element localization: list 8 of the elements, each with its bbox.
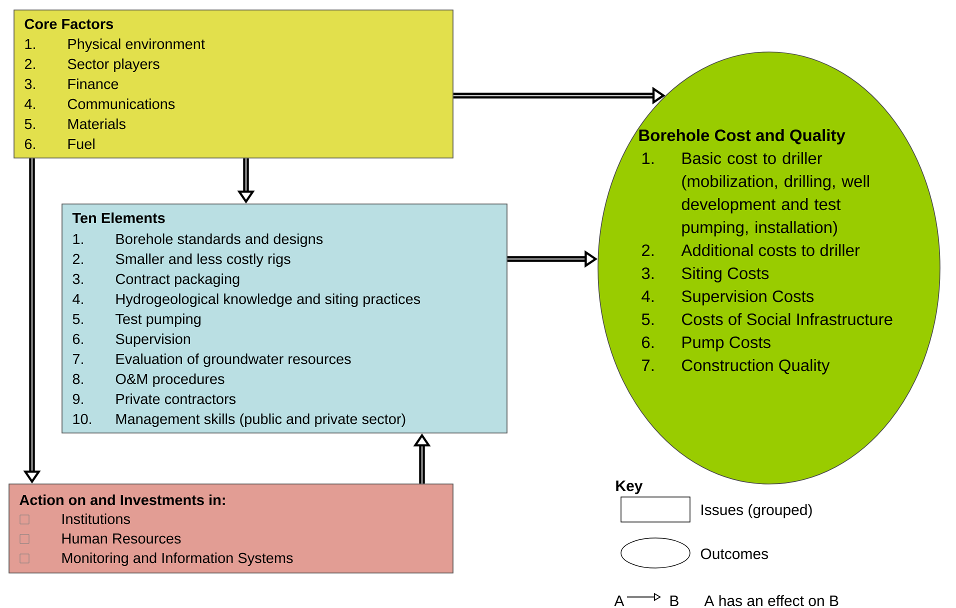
legend-text: Outcomes xyxy=(700,548,768,560)
legend-text: Issues (grouped) xyxy=(702,504,812,518)
sample-letter: A xyxy=(614,596,624,606)
issue-box: Ten Elements 1. Borehole standards and designs 2. Smaller and less costly rigs 3. Contract packaging 4. Hydrogeological knowledge and siting practices 5. Test pumping 6. Supervision 7. Evaluation of groundwater resources 8. O&M procedures 9. Private contractors 10. Management skills (public and private sector) xyxy=(62,204,508,434)
sample-letter: B xyxy=(670,596,678,606)
issue-box: Core Factors 1. Physical environment 2. Sector players 3. Finance 4. Communications 5. Materials 6. Fuel xyxy=(14,10,454,158)
issue-box: Action on and Investments in: Institutions Human Resources Monitoring and Information Systems xyxy=(8,484,454,574)
legend-text: A has an effect on B xyxy=(704,595,838,606)
